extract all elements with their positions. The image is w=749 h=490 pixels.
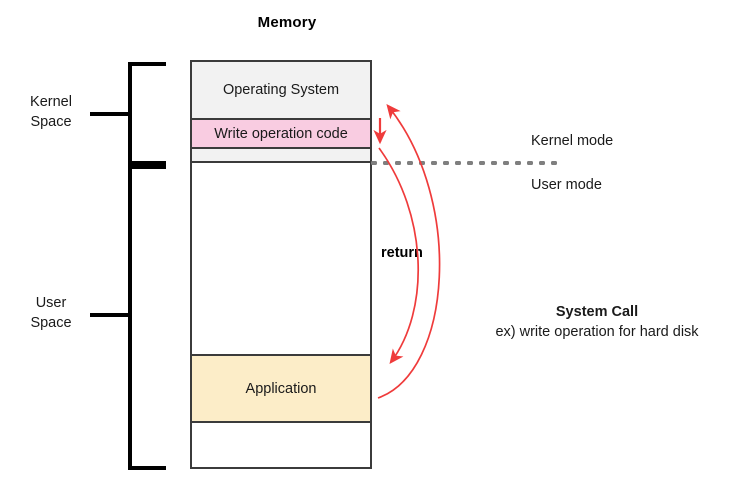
system-call-example: ex) write operation for hard disk	[495, 324, 699, 340]
user-space-brace-bottom-tick	[128, 466, 166, 470]
kernel-space-brace-top-tick	[128, 62, 166, 66]
system-call-title: System Call	[555, 304, 639, 320]
kernel-mode-label: Kernel mode	[531, 133, 614, 149]
memory-row-kernel-boundary	[192, 149, 370, 163]
user-space-label-line2: Space	[30, 315, 72, 331]
kernel-space-brace-bottom-tick	[128, 161, 166, 165]
user-space-label: User Space	[14, 293, 88, 333]
kernel-user-mode-divider	[368, 161, 560, 165]
memory-row-application: Application	[192, 356, 370, 423]
memory-row-free-space	[192, 163, 370, 356]
memory-column: Operating System Write operation code Ap…	[190, 60, 372, 469]
return-label: return	[381, 245, 423, 261]
kernel-space-label-line2: Space	[30, 114, 72, 130]
user-space-brace-top-tick	[128, 165, 166, 169]
memory-row-tail	[192, 423, 370, 467]
system-call-annotation: System Call ex) write operation for hard…	[452, 303, 742, 342]
user-mode-label: User mode	[531, 177, 602, 193]
kernel-space-label-line1: Kernel	[30, 94, 72, 110]
user-space-label-line1: User	[35, 295, 67, 311]
memory-row-write-operation-code: Write operation code	[192, 120, 370, 149]
kernel-space-brace-stem	[90, 112, 130, 116]
user-space-brace-stem	[90, 313, 130, 317]
user-space-brace-vertical	[128, 165, 132, 470]
kernel-space-brace-vertical	[128, 62, 132, 165]
page-title: Memory	[257, 14, 317, 31]
kernel-space-label: Kernel Space	[14, 92, 88, 132]
memory-row-operating-system: Operating System	[192, 62, 370, 120]
